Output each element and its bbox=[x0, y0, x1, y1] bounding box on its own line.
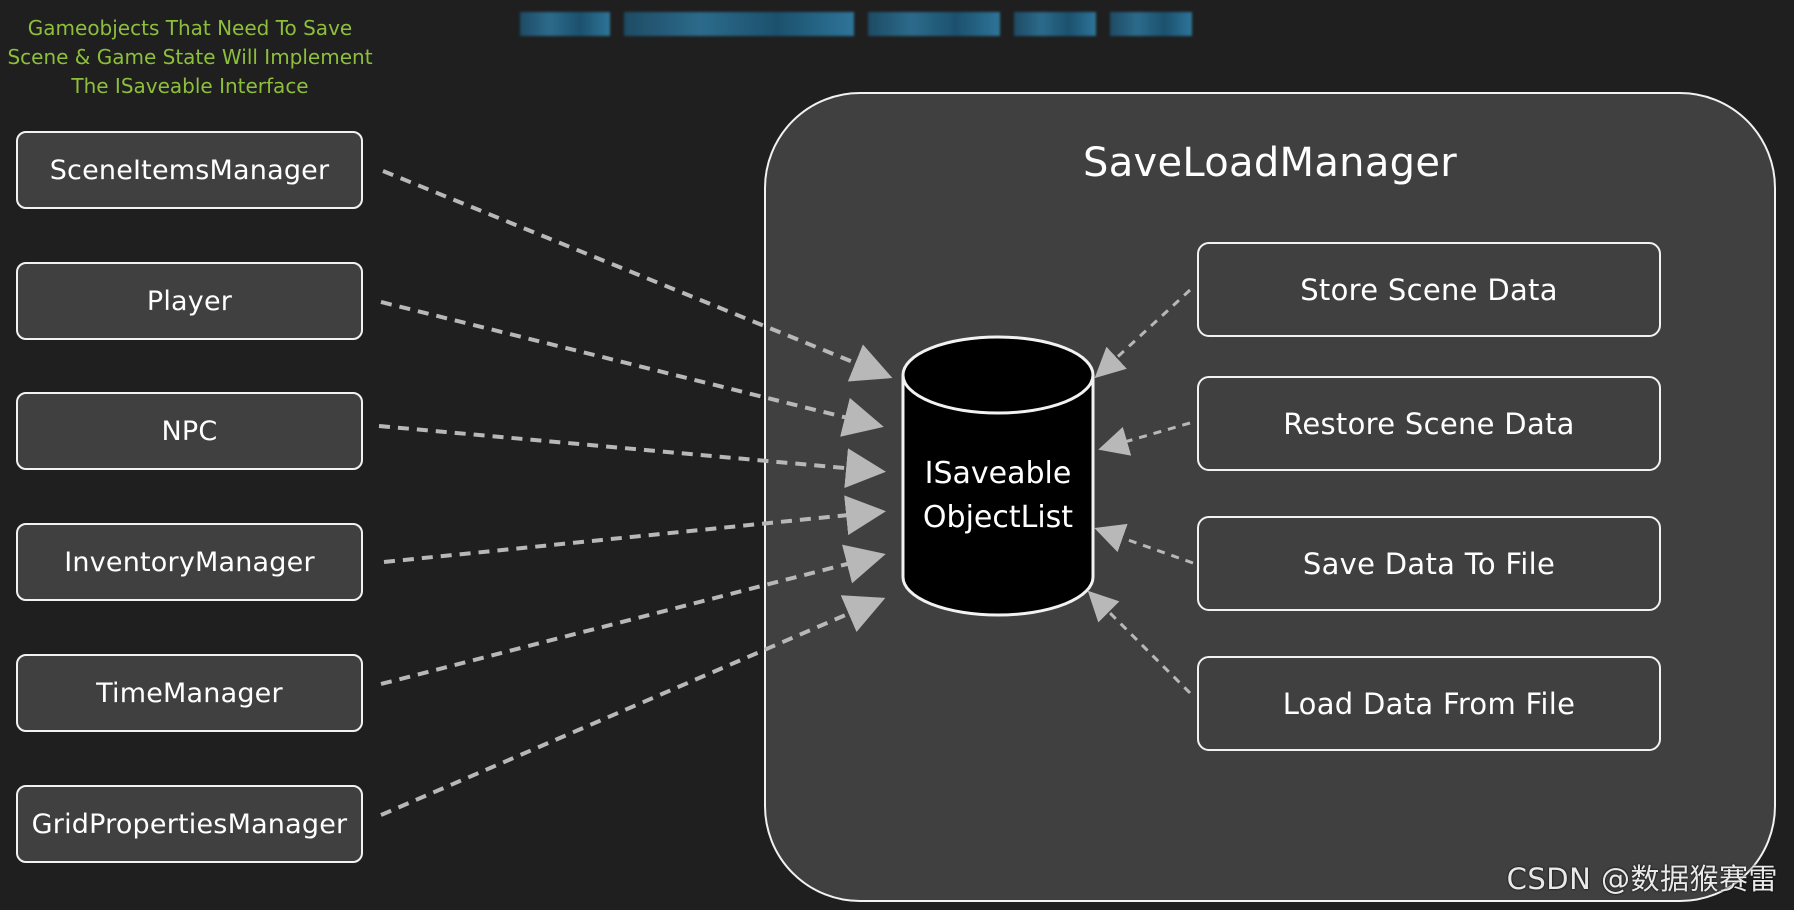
component-box-player: Player bbox=[16, 262, 363, 340]
action-box-restore-scene-data: Restore Scene Data bbox=[1197, 376, 1661, 471]
watermark: CSDN @数据猴赛雷 bbox=[1506, 862, 1778, 896]
action-box-save-data-to-file: Save Data To File bbox=[1197, 516, 1661, 611]
interface-note: Gameobjects That Need To Save Scene & Ga… bbox=[7, 16, 373, 98]
blurred-title-segment bbox=[520, 12, 610, 36]
component-box-sceneitemsmanager: SceneItemsManager bbox=[16, 131, 363, 209]
blurred-title-segment bbox=[1110, 12, 1192, 36]
component-box-inventorymanager: InventoryManager bbox=[16, 523, 363, 601]
component-box-gridpropertiesmanager: GridPropertiesManager bbox=[16, 785, 363, 863]
component-box-timemanager: TimeManager bbox=[16, 654, 363, 732]
isaveable-object-list-label: ISaveable ObjectList bbox=[903, 452, 1093, 540]
blurred-title-segment bbox=[624, 12, 854, 36]
blurred-title-bar bbox=[520, 12, 1200, 38]
isaveable-object-list-text: ISaveable ObjectList bbox=[922, 456, 1074, 535]
blurred-title-segment bbox=[1014, 12, 1096, 36]
blurred-title-segment bbox=[868, 12, 1000, 36]
action-box-load-data-from-file: Load Data From File bbox=[1197, 656, 1661, 751]
saveloadmanager-title: SaveLoadManager bbox=[1083, 140, 1457, 186]
component-box-npc: NPC bbox=[16, 392, 363, 470]
action-box-store-scene-data: Store Scene Data bbox=[1197, 242, 1661, 337]
